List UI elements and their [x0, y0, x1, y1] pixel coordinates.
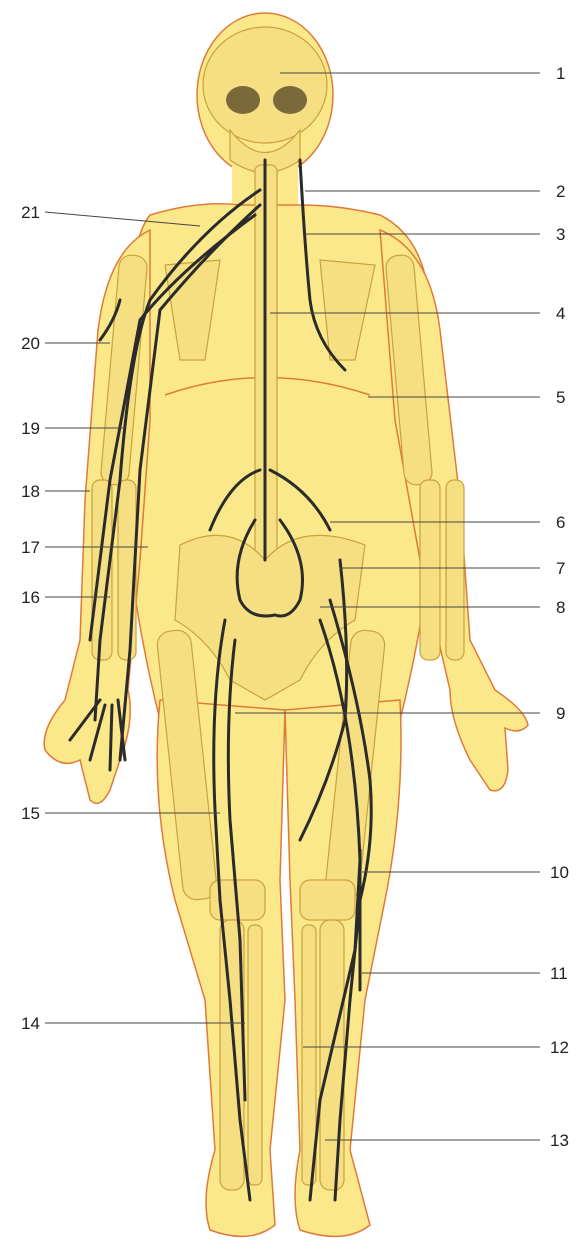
label-4: 4 [556, 305, 565, 323]
label-11: 11 [550, 965, 568, 983]
label-15: 15 [0, 805, 40, 823]
label-21: 21 [0, 204, 40, 222]
label-18: 18 [0, 483, 40, 501]
label-6: 6 [556, 514, 565, 532]
skull [203, 27, 327, 143]
label-19: 19 [0, 420, 40, 438]
label-7: 7 [556, 560, 565, 578]
label-14: 14 [0, 1015, 40, 1033]
label-1: 1 [556, 65, 565, 83]
label-13: 13 [550, 1132, 569, 1150]
orbit-right [226, 86, 260, 114]
orbit-left [273, 86, 307, 114]
label-8: 8 [556, 599, 565, 617]
label-10: 10 [550, 864, 569, 882]
label-2: 2 [556, 183, 565, 201]
label-17: 17 [0, 539, 40, 557]
label-12: 12 [550, 1039, 569, 1057]
label-20: 20 [0, 335, 40, 353]
label-9: 9 [556, 705, 565, 723]
label-16: 16 [0, 589, 40, 607]
label-5: 5 [556, 389, 565, 407]
label-3: 3 [556, 226, 565, 244]
